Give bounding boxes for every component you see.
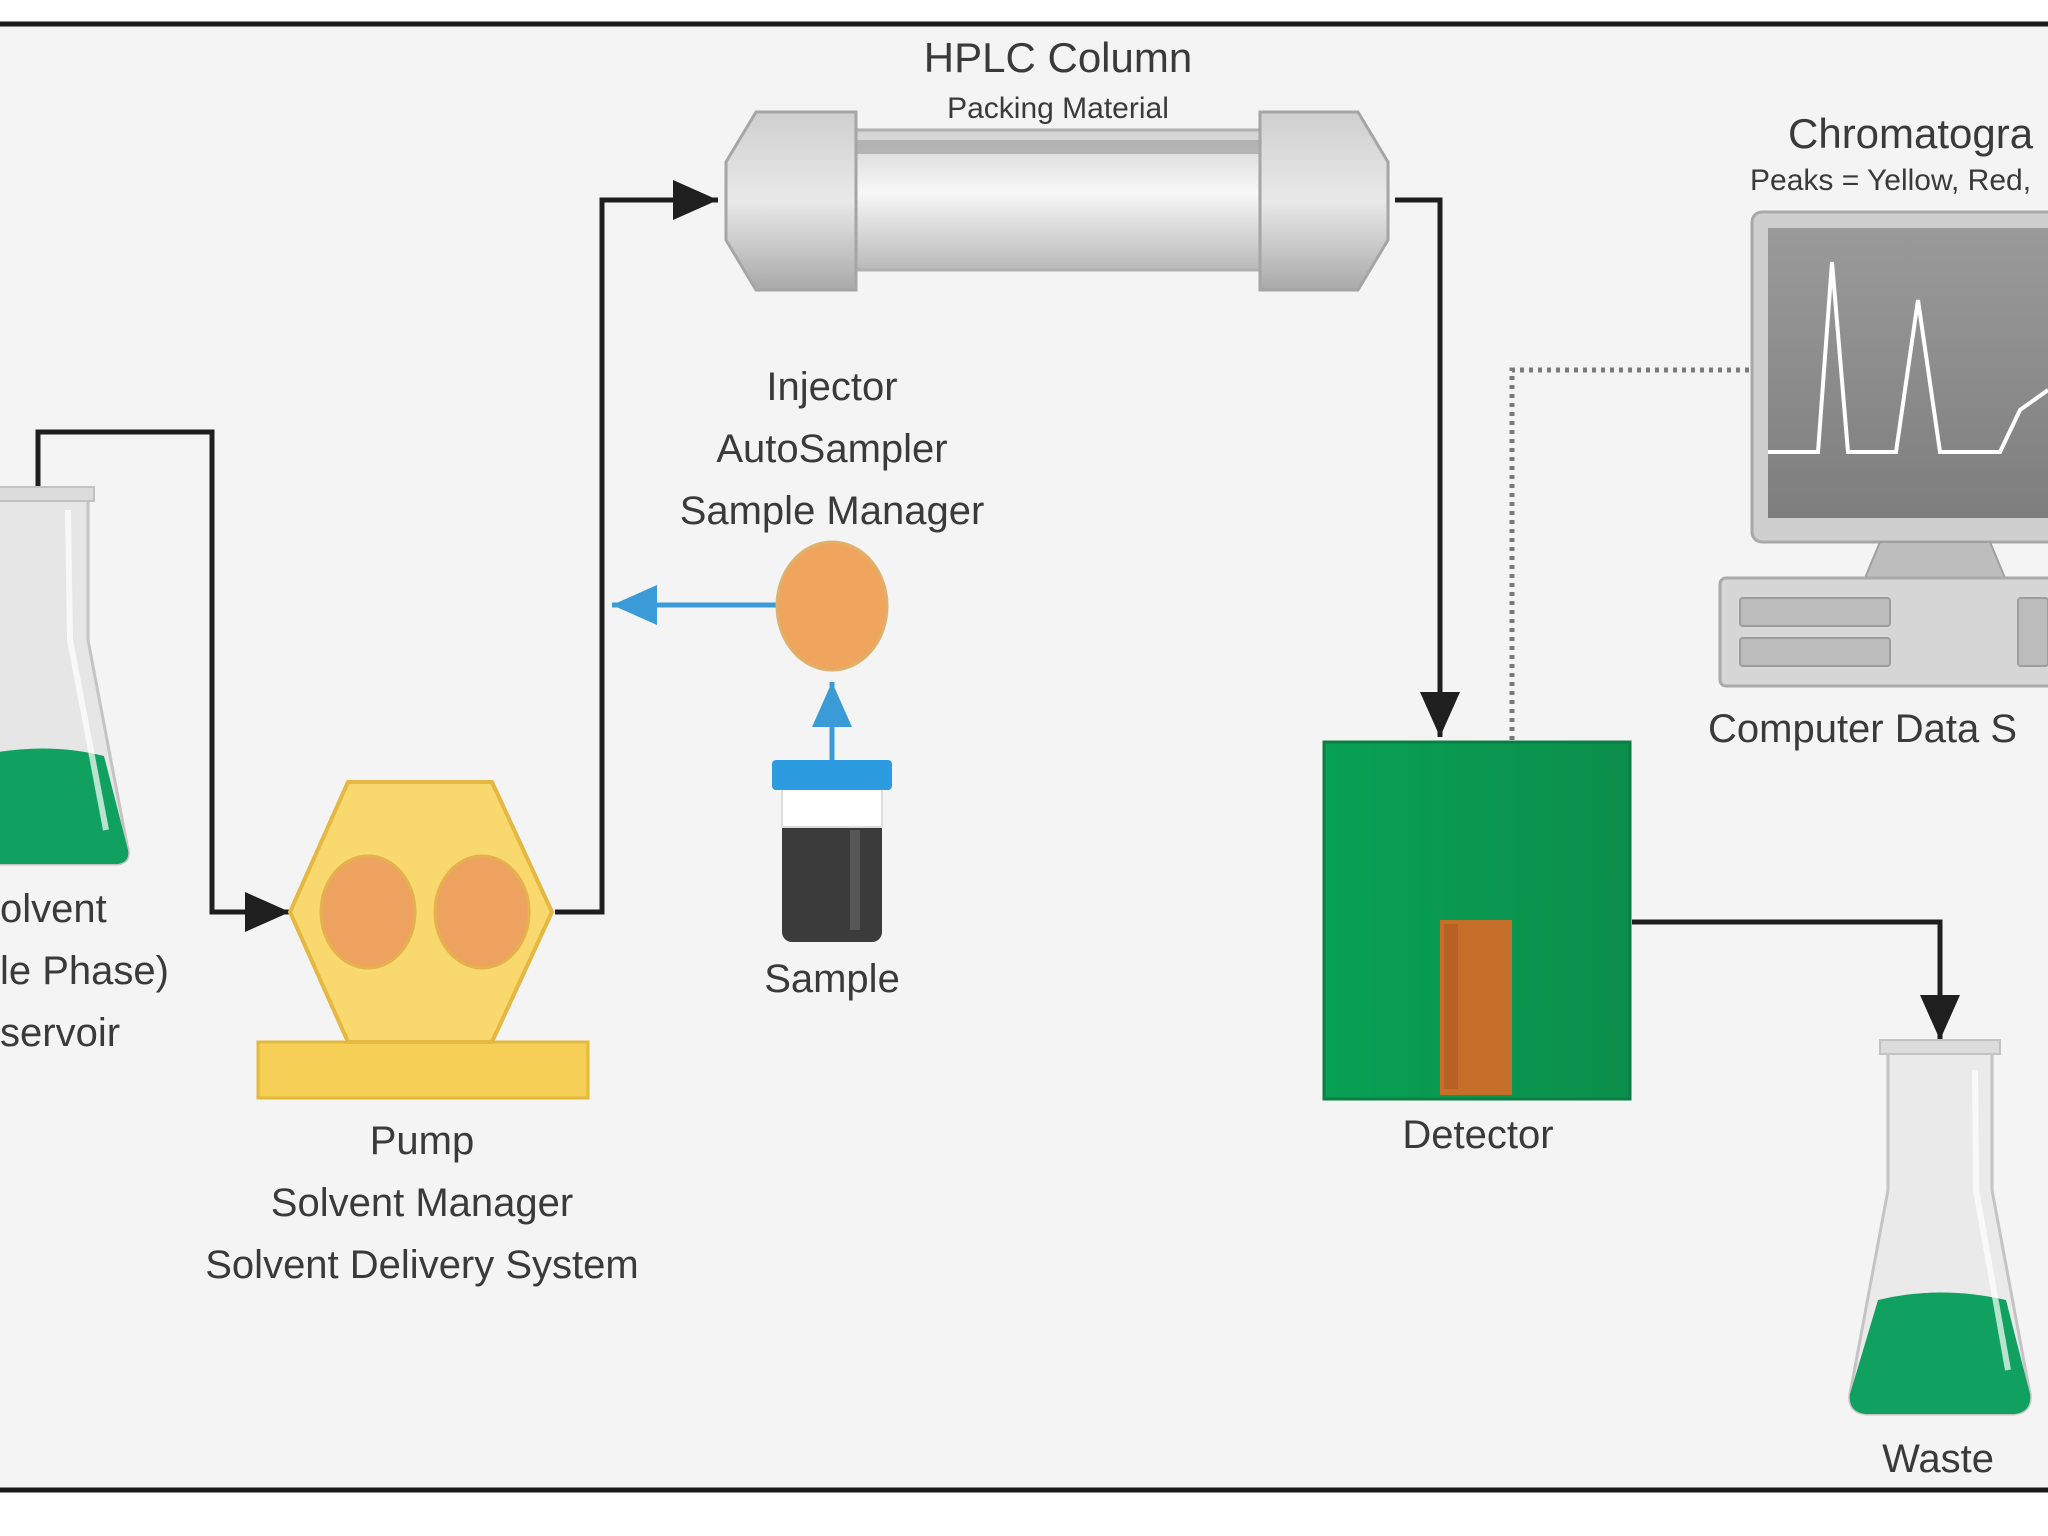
- chromatogram-subtitle: Peaks = Yellow, Red,: [1750, 164, 2031, 197]
- pump-port-left: [319, 854, 417, 970]
- injector-label-2: AutoSampler: [716, 427, 947, 471]
- pump-label-1: Pump: [370, 1119, 475, 1163]
- column-end-left: [724, 110, 858, 292]
- waste-flask: [1848, 1039, 2032, 1416]
- pump-housing: [287, 780, 555, 1044]
- pump-to-column-line: [555, 180, 718, 915]
- reservoir-label-1: olvent: [0, 887, 107, 931]
- detector-to-waste-line: [1632, 919, 1960, 1040]
- reservoir-label-2: le Phase): [0, 949, 169, 993]
- column-subtitle: Packing Material: [947, 92, 1169, 125]
- pump: [256, 780, 590, 1100]
- monitor-stand: [1863, 541, 2007, 579]
- chromatogram-trace: [1768, 261, 2048, 454]
- drive-bay-2: [1739, 637, 1891, 667]
- computer-label: Computer Data S: [1708, 707, 2017, 751]
- sample-vial: [772, 760, 892, 942]
- column-title: HPLC Column: [924, 34, 1192, 81]
- computer-case: [1718, 576, 2048, 688]
- reservoir-label-3: servoir: [0, 1011, 120, 1055]
- detector-to-computer-signal-line: [1509, 367, 1750, 740]
- waste-label: Waste: [1882, 1437, 1994, 1481]
- injector-label-1: Injector: [766, 365, 897, 409]
- sample-vial-cap: [772, 760, 892, 790]
- chromatogram-title: Chromatogra: [1788, 110, 2034, 157]
- pump-label-2: Solvent Manager: [271, 1181, 573, 1225]
- hplc-column: [724, 110, 1390, 292]
- drive-bay-1: [1739, 597, 1891, 627]
- detector: [1322, 740, 1632, 1101]
- sample-label: Sample: [764, 957, 900, 1001]
- flow-lines: [35, 180, 1960, 1040]
- column-end-right: [1258, 110, 1390, 292]
- solvent-reservoir-flask: [0, 486, 130, 866]
- detector-label: Detector: [1402, 1113, 1553, 1157]
- pump-base: [256, 1040, 590, 1100]
- column-to-detector-line: [1395, 197, 1460, 737]
- pump-port-right: [433, 854, 531, 970]
- pump-label-3: Solvent Delivery System: [205, 1243, 638, 1287]
- injector-valve: [775, 540, 889, 672]
- injector-label-3: Sample Manager: [680, 489, 985, 533]
- computer: [1718, 210, 2048, 688]
